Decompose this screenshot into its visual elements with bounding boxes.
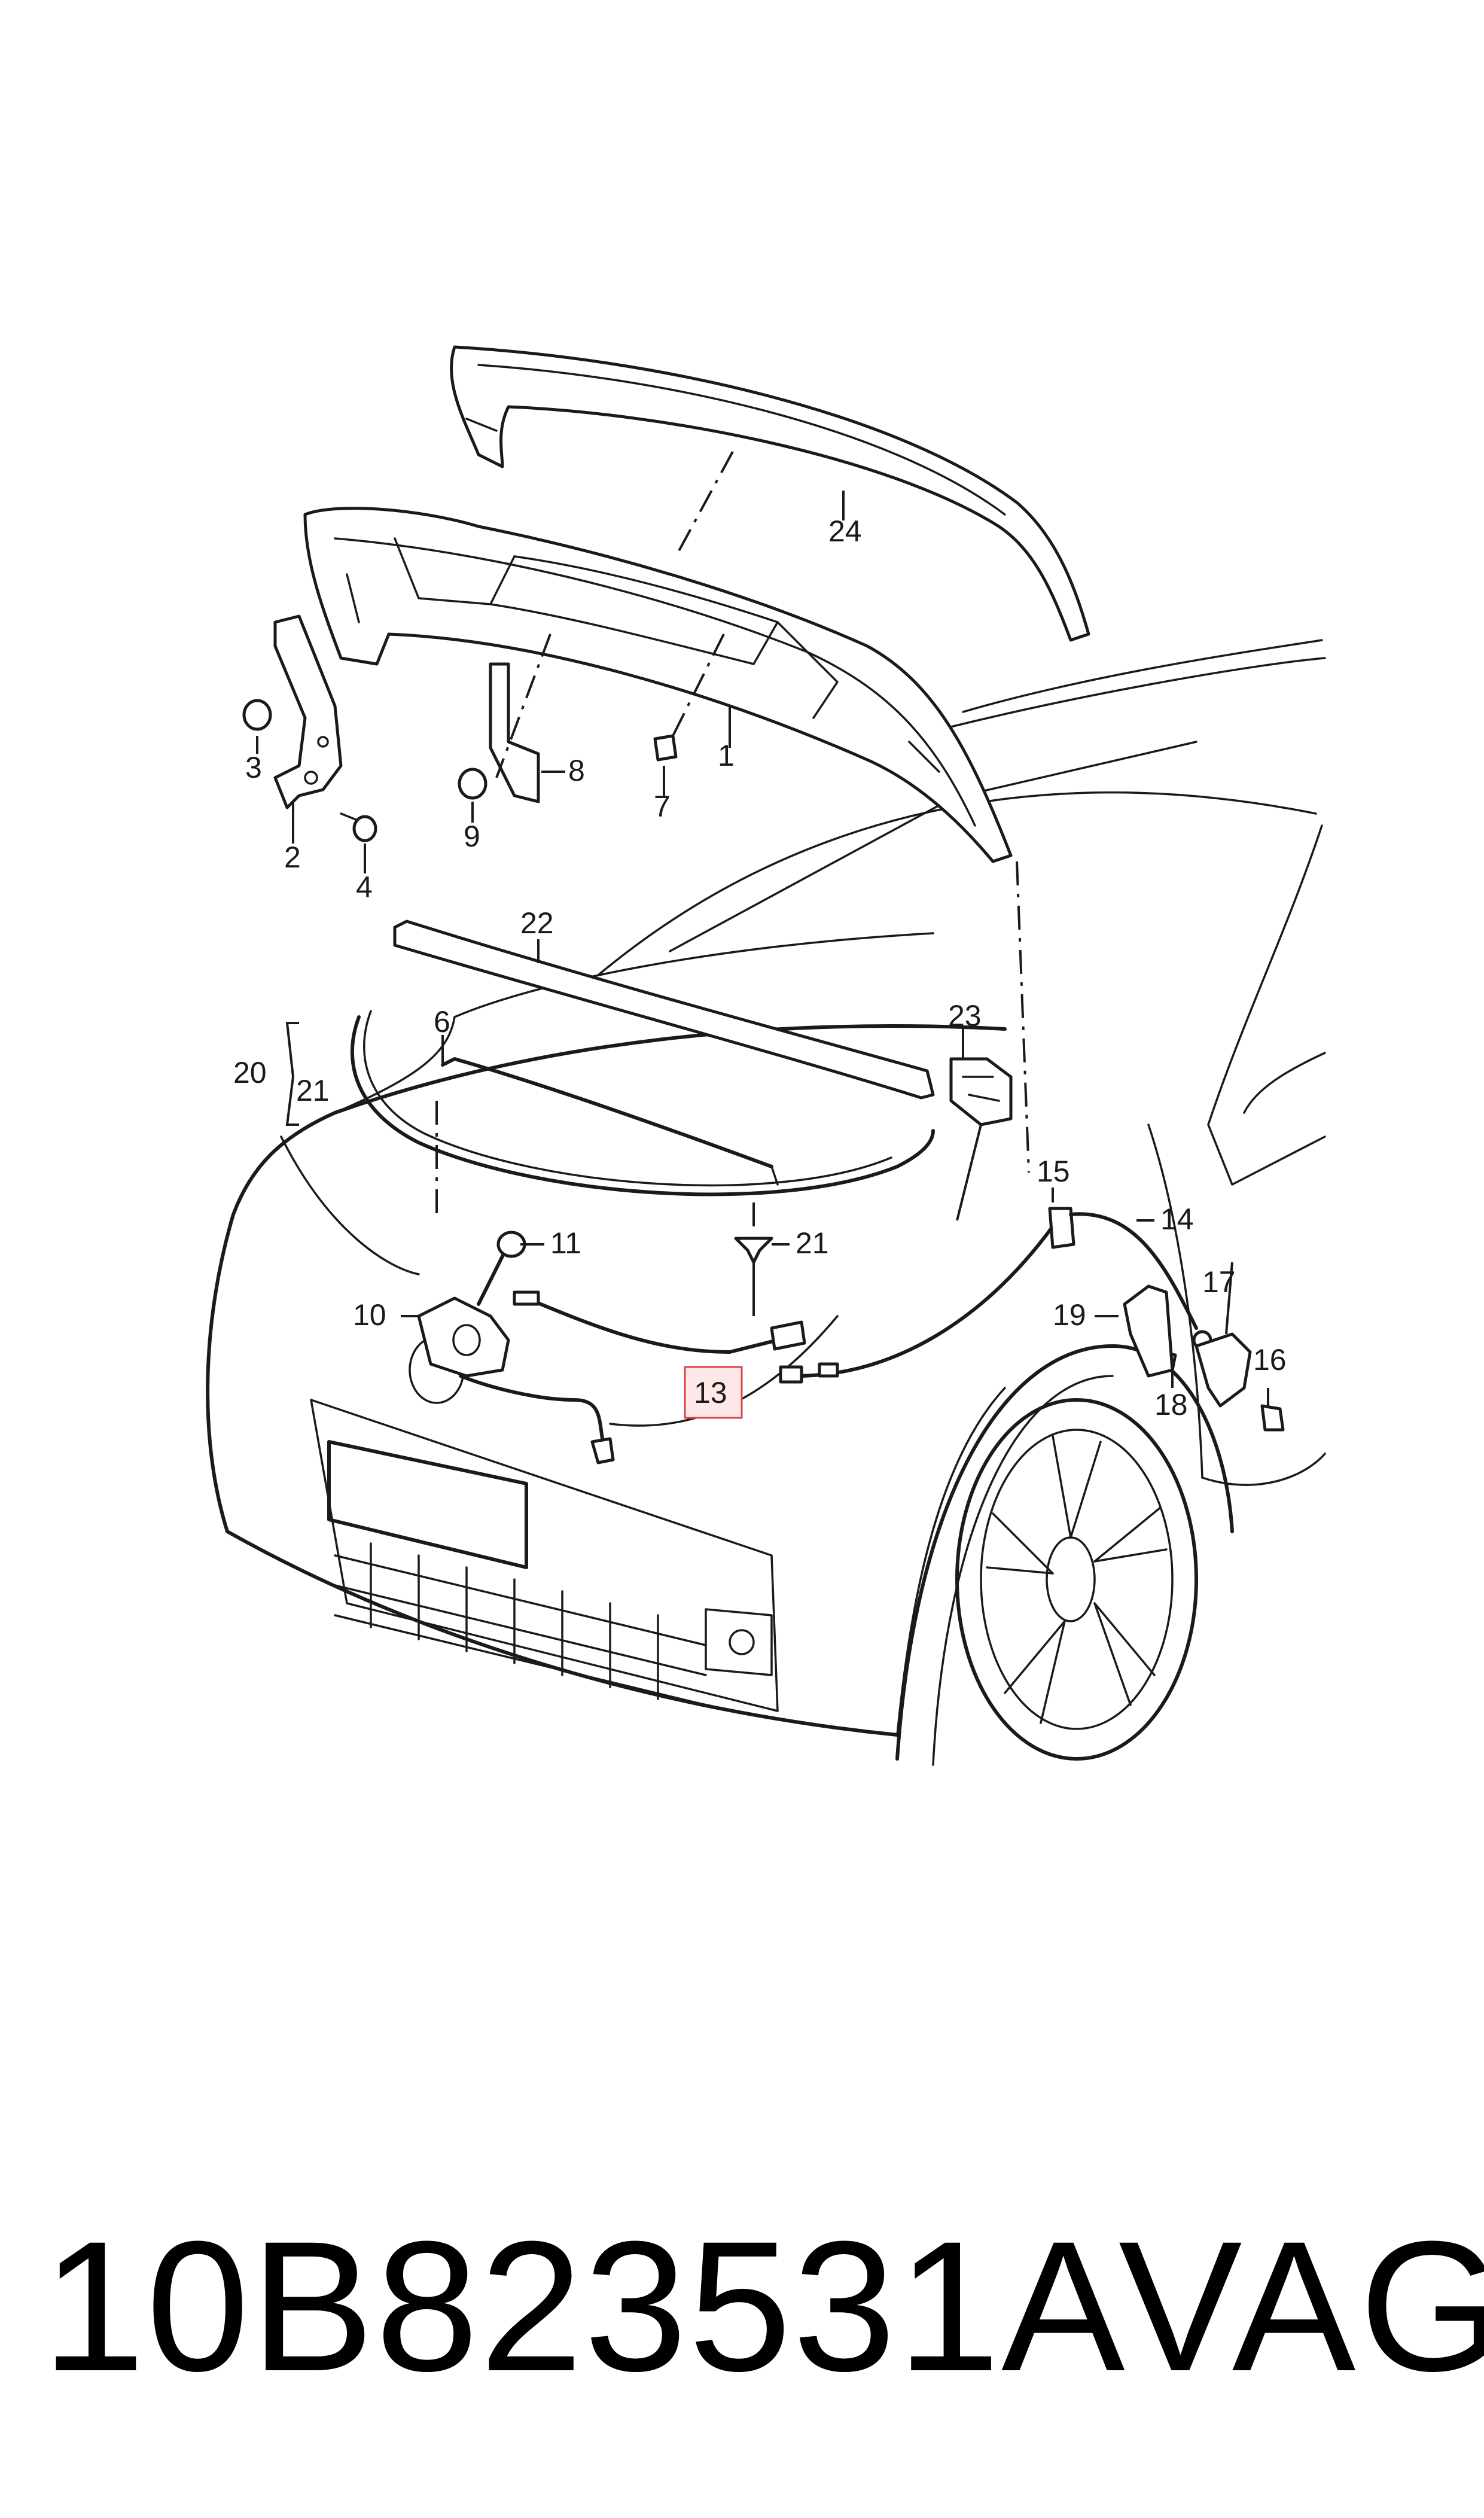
callout-7: 7 <box>654 790 671 823</box>
grille-mesh <box>334 1542 707 1706</box>
seals <box>350 919 935 1196</box>
callout-13: 13 <box>694 1376 727 1409</box>
lock-and-cables <box>417 1207 1252 1464</box>
callout-labels: 24 1 3 2 4 7 8 9 22 23 6 20 21 11 21 10 … <box>233 514 1287 1421</box>
brand-name: VAG <box>1119 2202 1484 2410</box>
callout-16: 16 <box>1253 1343 1287 1377</box>
callout-2: 2 <box>284 841 301 874</box>
part-2-hinge <box>273 614 343 809</box>
car-body <box>206 639 1326 1766</box>
callout-6: 6 <box>434 1005 450 1039</box>
callout-14: 14 <box>1160 1202 1194 1236</box>
highlight-box <box>684 1366 743 1419</box>
callout-3: 3 <box>245 751 262 784</box>
callout-10: 10 <box>353 1298 386 1332</box>
part-24-cover <box>450 345 1090 642</box>
callout-19: 19 <box>1053 1298 1086 1332</box>
parts-diagram: 24 1 3 2 4 7 8 9 22 23 6 20 21 11 21 10 … <box>206 345 1326 1766</box>
callout-15: 15 <box>1037 1155 1070 1188</box>
callout-18: 18 <box>1154 1388 1188 1421</box>
callout-22: 22 <box>520 906 554 940</box>
callout-23: 23 <box>948 999 982 1033</box>
callout-4: 4 <box>356 870 373 904</box>
callout-20: 20 <box>233 1056 267 1089</box>
callout-21-b: 21 <box>796 1226 829 1260</box>
callout-24: 24 <box>828 514 862 548</box>
callout-9: 9 <box>464 820 480 853</box>
connection-lines <box>435 451 1233 1335</box>
part-1-bonnet <box>303 507 1013 863</box>
callout-1: 1 <box>718 739 735 772</box>
callout-11: 11 <box>550 1226 581 1260</box>
callout-17: 17 <box>1202 1265 1236 1299</box>
callout-8: 8 <box>568 754 585 787</box>
callout-21-a: 21 <box>296 1074 330 1107</box>
part-23-bracket <box>949 1057 1013 1126</box>
part-number: 10B823531A <box>42 2202 1126 2410</box>
